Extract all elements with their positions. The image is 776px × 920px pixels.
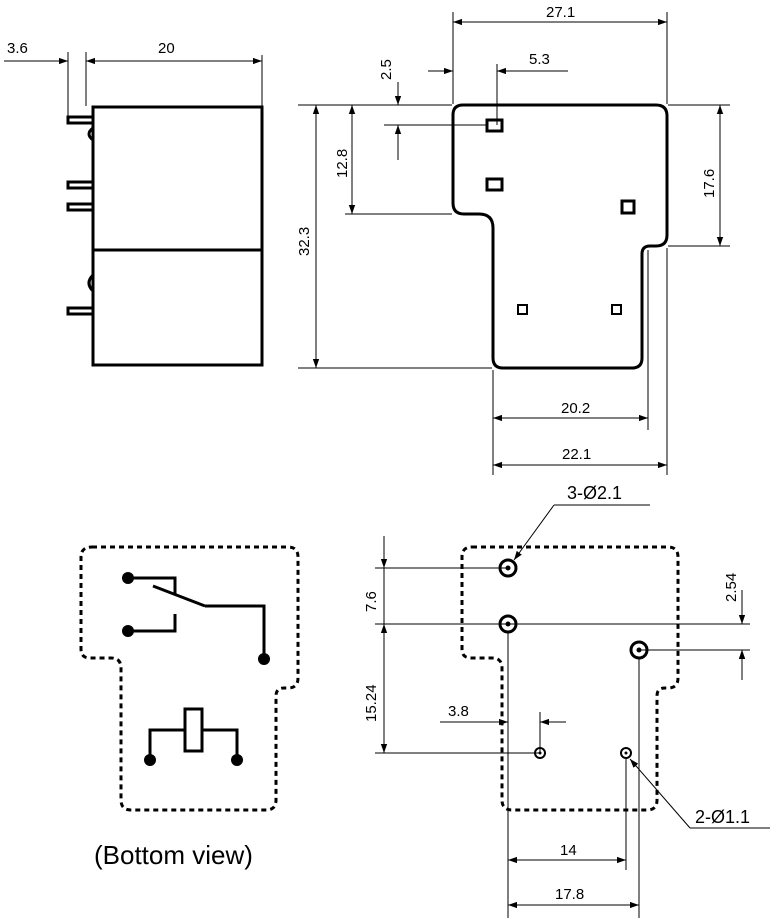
pin-slot-2 — [485, 177, 504, 192]
label-large-holes: 3-Ø2.1 — [567, 483, 622, 503]
schematic-outline — [79, 545, 300, 812]
schematic-bottom-view: (Bottom view) — [79, 545, 300, 870]
dim-coil-pin-offset: 3.8 — [448, 703, 469, 720]
coil-wire-left — [148, 728, 185, 758]
dim-pin-edge: 2.5 — [378, 59, 395, 80]
dim-side-width: 20 — [158, 40, 175, 57]
dim-lower-inner: 20.2 — [561, 400, 590, 417]
dim-lower-outer: 22.1 — [562, 446, 591, 463]
coil-wire-right — [202, 728, 239, 758]
dim-pitch-lower: 15.24 — [363, 684, 380, 722]
relay-body-side — [91, 105, 264, 367]
dim-total-height: 32.3 — [296, 227, 313, 256]
dim-right-height: 17.6 — [701, 169, 718, 198]
dim-upper-height: 12.8 — [334, 149, 351, 178]
pcb-outline — [460, 545, 680, 812]
side-pin-2 — [66, 180, 93, 190]
label-small-holes: 2-Ø1.1 — [695, 807, 750, 827]
contact-switch-arm — [152, 584, 206, 608]
dim-pin-center: 5.3 — [529, 51, 550, 68]
side-pin-1 — [66, 115, 93, 125]
contact-wire-nc — [128, 576, 177, 594]
leader-small-holes — [629, 758, 691, 829]
pin-slot-5 — [611, 304, 622, 315]
contact-wire-common — [205, 604, 266, 659]
side-view: 3.6 20 — [4, 40, 264, 367]
pcb-layout: 3-Ø2.1 2-Ø1.1 7.6 15.24 2.54 3.8 — [363, 483, 770, 918]
side-pin-bump-1 — [87, 126, 94, 142]
leader-large-holes — [513, 504, 555, 561]
caption-bottom-view: (Bottom view) — [94, 840, 253, 870]
pin-slot-4 — [517, 304, 528, 315]
dim-coil-pin-spacing: 14 — [560, 842, 577, 859]
top-view: 27.1 5.3 2.5 12.8 32.3 17.6 20.2 — [296, 4, 730, 475]
contact-wire-no — [128, 614, 177, 633]
dim-top-width: 27.1 — [546, 4, 575, 21]
coil-terminal-2 — [231, 754, 243, 766]
coil-terminal-1 — [144, 754, 156, 766]
dim-pitch-vertical: 7.6 — [363, 591, 380, 612]
dim-contact-to-coil: 17.8 — [555, 886, 584, 903]
side-pin-3 — [66, 202, 93, 212]
pin-slot-3 — [620, 199, 636, 215]
coil-symbol — [183, 707, 204, 753]
side-pin-4 — [66, 306, 93, 316]
dim-side-pin-offset: 3.6 — [7, 40, 28, 57]
relay-outline-top — [451, 103, 669, 370]
side-pin-bump-2 — [87, 273, 95, 293]
dim-offset-right: 2.54 — [723, 573, 740, 602]
pin-slot-1 — [485, 118, 504, 133]
